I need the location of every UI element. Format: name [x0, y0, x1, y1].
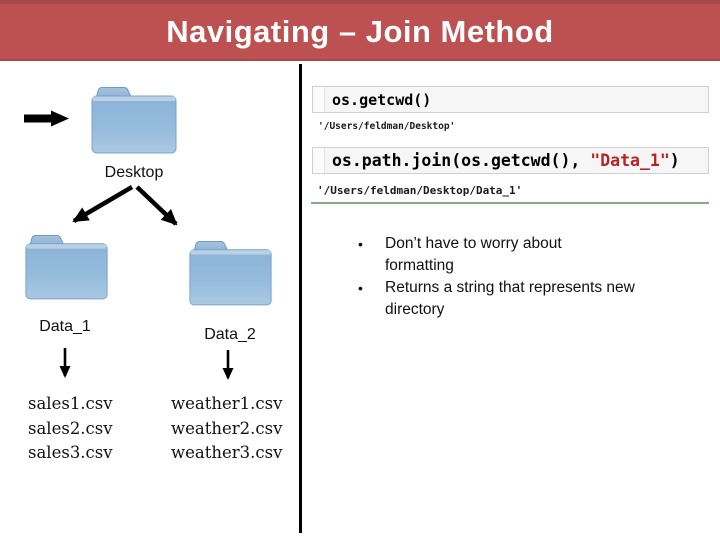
- slide-title: Navigating – Join Method: [166, 13, 554, 49]
- down-arrow-icon-data2: [222, 350, 234, 380]
- code-text-join: os.path.join(os.getcwd(), "Data_1"): [325, 151, 680, 170]
- code-cell-join: os.path.join(os.getcwd(), "Data_1"): [312, 147, 709, 174]
- folder-label-data1: Data_1: [39, 318, 91, 335]
- file-list-data2: weather1.csv weather2.csv weather3.csv: [171, 392, 282, 466]
- note-item: Don’t have to worry about formatting: [358, 233, 705, 277]
- code-prefix: os.path.join(os.getcwd(),: [332, 151, 591, 170]
- cell-prompt-area: [313, 148, 325, 173]
- vertical-divider: [299, 64, 302, 533]
- code-text-getcwd: os.getcwd(): [332, 90, 432, 109]
- file-list-data1: sales1.csv sales2.csv sales3.csv: [28, 392, 113, 466]
- code-suffix: ): [669, 151, 680, 170]
- cell-output-getcwd: '/Users/feldman/Desktop': [318, 121, 456, 132]
- folder-icon-data2: [186, 237, 275, 307]
- folder-label-desktop: Desktop: [104, 164, 164, 181]
- cell-output-join: '/Users/feldman/Desktop/Data_1': [317, 184, 523, 197]
- folder-icon-desktop: [88, 83, 180, 155]
- note-line: directory: [385, 301, 445, 318]
- code-string-literal: "Data_1": [590, 151, 670, 170]
- notes-list: Don’t have to worry about formatting Ret…: [358, 233, 705, 321]
- file-name: sales2.csv: [28, 418, 113, 438]
- note-line: Returns a string that represents new: [385, 279, 635, 296]
- note-line: formatting: [385, 257, 454, 274]
- file-name: sales3.csv: [28, 443, 113, 462]
- folder-icon-data1: [22, 231, 111, 301]
- file-name: sales1.csv: [28, 394, 113, 413]
- file-name: weather1.csv: [171, 394, 283, 413]
- pointer-arrow-icon: [24, 110, 69, 127]
- title-bar: Navigating – Join Method: [0, 0, 720, 61]
- code-cell-getcwd: os.getcwd(): [312, 86, 709, 113]
- note-item: Returns a string that represents new dir…: [358, 277, 705, 321]
- branch-arrows-icon: [72, 185, 178, 226]
- note-line: Don’t have to worry about: [385, 235, 562, 252]
- folder-label-data2: Data_2: [204, 326, 256, 343]
- cell-prompt-area: [313, 87, 325, 112]
- file-name: weather3.csv: [171, 443, 283, 462]
- file-name: weather2.csv: [171, 418, 283, 438]
- down-arrow-icon-data1: [59, 348, 71, 378]
- horizontal-divider: [311, 202, 709, 204]
